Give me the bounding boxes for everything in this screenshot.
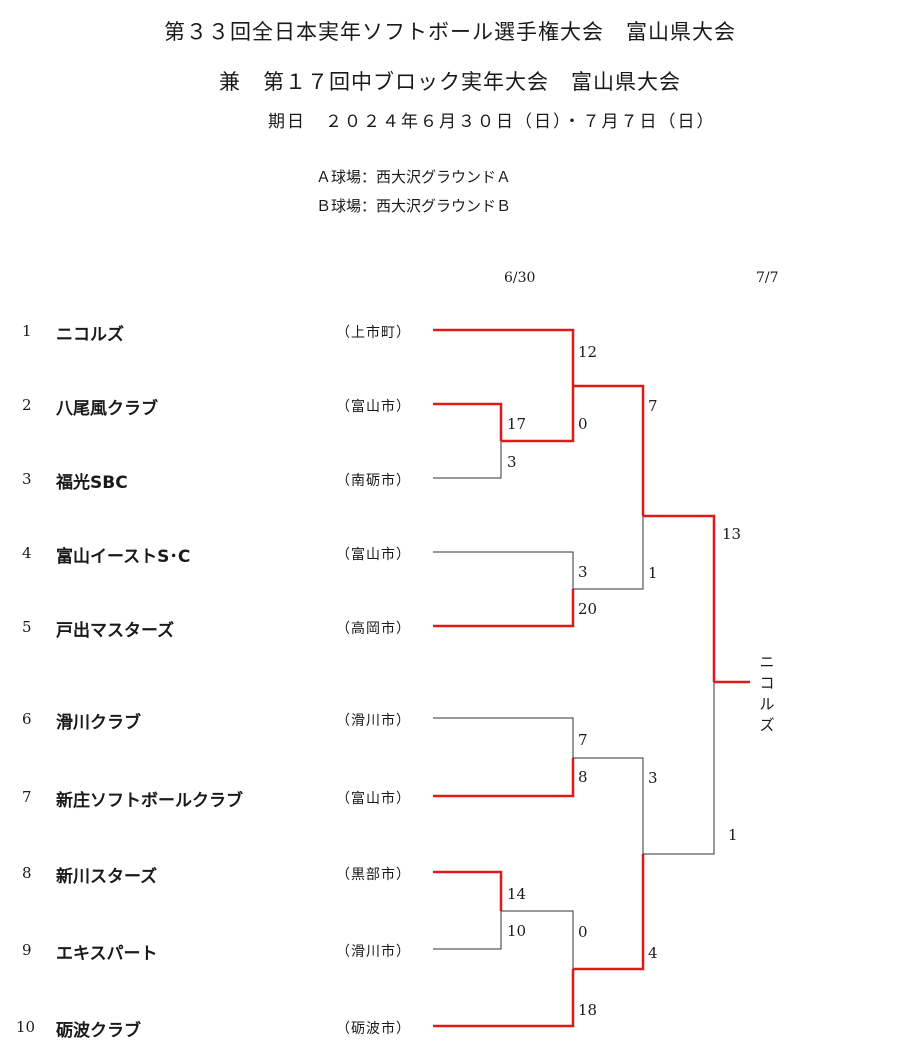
score-sf2-bottom: 4 <box>648 944 658 962</box>
score-sf1-bottom: 1 <box>648 564 658 582</box>
bracket-line-team5 <box>433 589 575 628</box>
bracket-line-sf2-out <box>643 682 715 855</box>
team-number: 6 <box>22 710 32 728</box>
team-name: 新川スターズ <box>56 867 158 887</box>
team-number: 3 <box>22 470 32 488</box>
team-name: ニコルズ <box>56 325 124 345</box>
bracket-line-team9 <box>433 911 502 950</box>
round-label-day2: 7/7 <box>756 270 779 286</box>
bracket-line-team2 <box>433 402 503 441</box>
bracket-line-team8 <box>433 870 503 911</box>
team-name: 滑川クラブ <box>56 713 141 733</box>
champion-label: ニコルズ <box>759 653 775 734</box>
team-number: 2 <box>22 396 32 414</box>
title-line-1: 第３３回全日本実年ソフトボール選手権大会 富山県大会 <box>164 20 736 44</box>
score-m3-team5: 20 <box>578 600 598 618</box>
team-name: 戸出マスターズ <box>56 621 175 641</box>
team-city: （高岡市） <box>336 621 411 637</box>
team-name: エキスパート <box>56 944 158 964</box>
bracket-line-m4-out <box>573 757 644 854</box>
bracket-line-m1-out <box>501 386 575 443</box>
team-city: （南砺市） <box>336 473 411 489</box>
team-name: 福光SBC <box>56 473 128 493</box>
team-city: （滑川市） <box>336 944 411 960</box>
team-city: （滑川市） <box>336 713 411 729</box>
team-number: 5 <box>22 618 32 636</box>
team-number: 8 <box>22 864 32 882</box>
score-final-bottom: 1 <box>728 826 738 844</box>
date-line: 期日 ２０２４年６月３０日（日）・７月７日（日） <box>268 112 716 132</box>
field-a-label: Ａ球場：西大沢グラウンドＡ <box>316 168 512 186</box>
team-city: （富山市） <box>336 791 411 807</box>
round-label-day1: 6/30 <box>504 270 536 286</box>
team-number: 10 <box>16 1018 36 1036</box>
bracket-line-m3-out <box>573 516 644 590</box>
bracket-line-m2-out <box>573 384 645 516</box>
bracket-line-team4 <box>433 551 574 589</box>
team-name: 八尾風クラブ <box>56 399 158 419</box>
score-m2-team1: 12 <box>578 343 598 361</box>
bracket-line-m5-out <box>501 910 574 969</box>
team-city: （富山市） <box>336 547 411 563</box>
score-sf2-top: 3 <box>648 769 658 787</box>
score-m5-team8: 14 <box>507 885 527 903</box>
team-number: 9 <box>22 941 32 959</box>
bracket-line-team1 <box>433 328 575 386</box>
score-m3-team4: 3 <box>578 563 588 581</box>
team-name: 砺波クラブ <box>56 1021 141 1041</box>
team-name: 新庄ソフトボールクラブ <box>56 791 243 811</box>
bracket-line-sf1-out <box>643 514 716 682</box>
score-m2-winner: 0 <box>578 415 588 433</box>
team-city: （黒部市） <box>336 867 411 883</box>
title-line-2: 兼 第１７回中ブロック実年大会 富山県大会 <box>219 70 681 94</box>
team-number: 1 <box>22 322 32 340</box>
score-m6-team10: 18 <box>578 1001 598 1019</box>
team-number: 4 <box>22 544 32 562</box>
team-number: 7 <box>22 788 32 806</box>
team-city: （砺波市） <box>336 1021 411 1037</box>
team-city: （上市町） <box>336 325 411 341</box>
bracket-line-m6-out <box>573 854 645 971</box>
score-m6-winner: 0 <box>578 923 588 941</box>
field-b-label: Ｂ球場：西大沢グラウンドＢ <box>316 197 512 215</box>
score-m5-team9: 10 <box>507 922 527 940</box>
bracket-line-team3 <box>433 441 502 479</box>
bracket-line-team7 <box>433 758 575 798</box>
team-city: （富山市） <box>336 399 411 415</box>
score-final-top: 13 <box>722 525 742 543</box>
score-m1-team2: 17 <box>507 415 527 433</box>
team-name: 富山イーストS･C <box>56 547 191 567</box>
score-sf1-top: 7 <box>648 397 658 415</box>
bracket-line-team6 <box>433 717 574 758</box>
score-m4-team6: 7 <box>578 731 588 749</box>
bracket-line-team10 <box>433 969 575 1028</box>
score-m4-team7: 8 <box>578 768 588 786</box>
score-m1-team3: 3 <box>507 453 517 471</box>
